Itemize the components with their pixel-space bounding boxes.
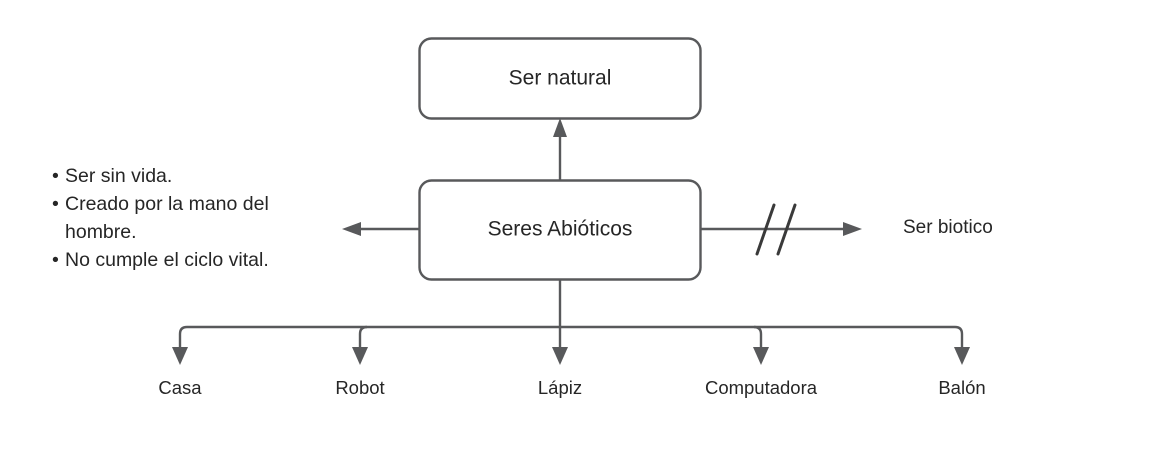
list-item-label: Ser sin vida.	[65, 165, 173, 187]
arrowhead-up	[553, 118, 567, 137]
bullet-icon: •	[52, 248, 59, 271]
attributes-list: • Ser sin vida. • Creado por la mano del…	[52, 163, 342, 275]
list-item: • Ser sin vida.	[52, 163, 342, 191]
label-example-robot: Robot	[335, 377, 385, 398]
connector-examples-bus	[178, 325, 964, 355]
arrowhead-example-balon	[954, 347, 970, 365]
label-example-casa: Casa	[158, 377, 202, 398]
bullet-icon: •	[52, 165, 59, 187]
list-item: • Creado por la mano del	[52, 191, 342, 219]
connector-branch-computadora	[753, 325, 763, 355]
label-example-balon: Balón	[938, 377, 986, 398]
list-item-continuation: hombre.	[52, 219, 342, 247]
arrowhead-left	[342, 222, 361, 236]
negation-slash-icon-1	[755, 203, 776, 256]
arrowhead-example-casa	[172, 347, 188, 365]
list-item: • No cumple el ciclo vital.	[52, 247, 342, 275]
label-example-computadora: Computadora	[704, 377, 818, 398]
arrowhead-example-computadora	[753, 347, 769, 365]
bullet-icon: •	[52, 192, 59, 215]
list-item-label: hombre.	[65, 220, 137, 243]
connector-branch-robot	[358, 325, 368, 355]
label-ser-natural: Ser natural	[508, 66, 612, 90]
negation-slash-icon-2	[776, 203, 797, 256]
label-seres-abioticos: Seres Abióticos	[487, 217, 633, 241]
label-example-lapiz: Lápiz	[537, 377, 583, 398]
label-ser-biotico: Ser biotico	[903, 217, 993, 238]
arrowhead-example-robot	[352, 347, 368, 365]
list-item-label: Creado por la mano del	[65, 192, 269, 215]
arrowhead-example-lapiz	[552, 347, 568, 365]
list-item-label: No cumple el ciclo vital.	[65, 248, 269, 271]
arrowhead-right	[843, 222, 862, 236]
